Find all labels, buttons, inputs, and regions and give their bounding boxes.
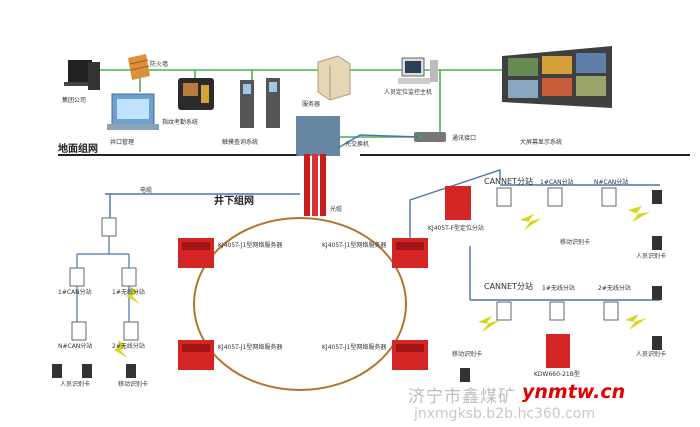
right-bottom-nodes <box>496 301 619 321</box>
monitor-pc-icon <box>398 57 438 84</box>
group-company-icon <box>64 60 100 90</box>
power-unit-top <box>445 186 471 220</box>
rb-w1-label: 1#无线分站 <box>542 285 575 292</box>
rt-cannet-label: CANNET分站 <box>484 177 533 186</box>
underground-title: 井下组网 <box>214 196 254 207</box>
ring-node-2-label: KJ405T-J1型网络服务器 <box>322 242 387 249</box>
kiosk-label: 触摸查询系统 <box>222 139 259 146</box>
comm-port-label: 通讯接口 <box>452 135 477 142</box>
well-mgmt-label: 井口管理 <box>110 139 135 146</box>
ring-node-3-label: KJ405T-J1型网络服务器 <box>218 344 283 351</box>
cable-bundle <box>304 154 326 216</box>
watermark-url: jnxmgksb.b2b.hc360.com <box>414 406 596 422</box>
rb-card-label: 移动识别卡 <box>452 351 483 358</box>
video-wall-icon <box>502 46 612 108</box>
monitor-pc-label: 人员定位监控主机 <box>384 89 433 96</box>
rb-w2-label: 2#无线分站 <box>598 285 631 292</box>
fingerprint-label: 指纹考勤系统 <box>162 119 199 126</box>
ring-server-3 <box>178 340 214 370</box>
left-node-2-label: 1#无线分站 <box>112 289 145 296</box>
left-bottom-1-label: 人员识别卡 <box>60 381 91 388</box>
firewall-label: 防火墙 <box>150 61 169 68</box>
left-node-3-label: N#CAN分站 <box>58 343 93 350</box>
kiosk-icon <box>240 78 280 128</box>
rt-person-label: 人员识别卡 <box>636 253 667 260</box>
rb-cannet-label: CANNET分站 <box>484 282 533 291</box>
server-label: 服务器 <box>302 101 321 108</box>
ring-node-1-label: KJ405T-J1型网络服务器 <box>218 242 283 249</box>
ring-server-1 <box>178 238 214 268</box>
ring-network <box>193 217 407 391</box>
video-wall-label: 大屏幕显示系统 <box>520 139 563 146</box>
rt-cann-label: N#CAN分站 <box>594 179 629 186</box>
firewall-icon <box>128 54 150 80</box>
left-bottom-2-label: 移动识别卡 <box>118 381 149 388</box>
server-icon <box>317 55 351 101</box>
well-mgmt-icon <box>107 93 159 130</box>
power-unit-bottom <box>546 334 570 368</box>
person-icons <box>52 190 662 382</box>
left-node-4-label: 2#无线分站 <box>112 343 145 350</box>
right-top-nodes <box>496 187 617 207</box>
optic-switch-label: 光交换机 <box>345 141 370 148</box>
wireless-bolts <box>114 206 650 358</box>
rb-power-label: KDW660-21B型 <box>534 371 580 378</box>
left-nodes <box>69 217 139 341</box>
watermark-red: ynmtw.cn <box>522 381 626 403</box>
underground-links <box>105 134 660 301</box>
fingerprint-icon <box>178 78 214 110</box>
ground-net-label: 地面组网 <box>58 144 98 155</box>
rt-device-label: KJ405T-F型定位分站 <box>428 225 484 232</box>
rt-can1-label: 1#CAN分站 <box>540 179 574 186</box>
watermark-cn: 济宁市鑫煤矿 <box>408 387 516 407</box>
cable-label: 电缆 <box>140 187 153 194</box>
ring-server-2 <box>392 238 428 268</box>
left-links <box>76 236 130 322</box>
ring-node-4-label: KJ405T-J1型网络服务器 <box>322 344 387 351</box>
left-node-1-label: 1#CAN分站 <box>58 289 92 296</box>
rt-card-label: 移动识别卡 <box>560 239 591 246</box>
group-company-label: 集团公司 <box>62 97 87 104</box>
optic-switch-icon <box>296 116 340 156</box>
rb-person-label: 人员识别卡 <box>636 351 667 358</box>
fiber-label: 光缆 <box>330 206 343 213</box>
ring-server-4 <box>392 340 428 370</box>
